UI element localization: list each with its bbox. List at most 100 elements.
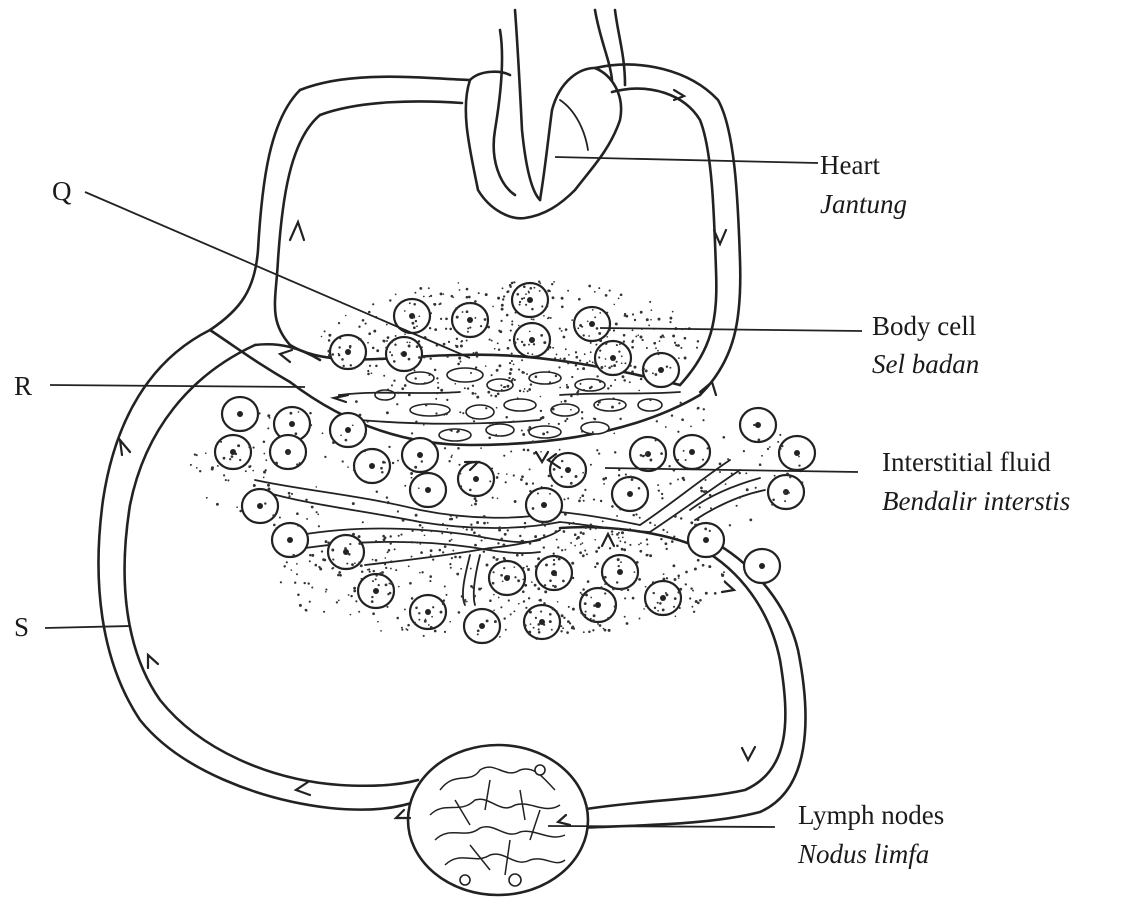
fluid-dot: [592, 619, 595, 622]
fluid-dot: [323, 611, 325, 613]
fluid-dot: [548, 346, 551, 349]
fluid-dot: [588, 285, 591, 288]
s-label: S: [14, 611, 29, 643]
fluid-dot: [316, 511, 318, 513]
fluid-dot: [513, 610, 515, 612]
fluid-dot: [216, 503, 219, 506]
fluid-dot: [534, 287, 536, 289]
fluid-dot: [360, 578, 362, 580]
fluid-dot: [577, 368, 579, 370]
cell-nucleus: [755, 422, 761, 428]
fluid-dot: [270, 446, 272, 448]
fluid-dot: [503, 617, 505, 619]
fluid-dot: [680, 347, 682, 349]
fluid-dot: [527, 568, 530, 571]
fluid-dot: [543, 624, 545, 626]
fluid-dot: [510, 368, 513, 371]
fluid-dot: [632, 329, 634, 331]
fluid-dot: [523, 344, 526, 347]
fluid-dot: [578, 500, 581, 503]
fluid-dot: [194, 453, 196, 455]
fluid-dot: [522, 590, 525, 593]
fluid-dot: [519, 304, 521, 306]
fluid-dot: [788, 492, 790, 494]
fluid-dot: [467, 331, 469, 333]
fluid-dot: [449, 518, 451, 520]
fluid-dot: [387, 501, 390, 504]
fluid-dot: [358, 339, 360, 341]
fluid-dot: [296, 512, 299, 515]
fluid-dot: [460, 568, 462, 570]
fluid-dot: [531, 440, 534, 443]
fluid-dot: [702, 564, 705, 567]
fluid-dot: [614, 379, 616, 381]
fluid-dot: [563, 357, 566, 360]
fluid-dot: [345, 315, 347, 317]
fluid-dot: [503, 455, 505, 457]
fluid-dot: [445, 413, 448, 416]
fluid-dot: [702, 459, 704, 461]
fluid-dot: [279, 517, 281, 519]
fluid-dot: [553, 563, 555, 565]
fluid-dot: [677, 344, 680, 347]
fluid-dot: [311, 586, 313, 588]
fluid-dot: [528, 388, 531, 391]
fluid-dot: [620, 561, 622, 563]
fluid-dot: [523, 449, 526, 452]
fluid-dot: [672, 564, 675, 567]
fluid-dot: [555, 405, 557, 407]
fluid-dot: [593, 614, 596, 617]
fluid-dot: [349, 543, 351, 545]
fluid-dot: [524, 388, 526, 390]
fluid-dot: [568, 606, 570, 608]
fluid-dot: [519, 301, 521, 303]
fluid-dot: [380, 630, 382, 632]
fluid-dot: [561, 476, 563, 478]
fluid-dot: [383, 375, 385, 377]
fluid-dot: [635, 335, 637, 337]
fluid-dot: [590, 597, 592, 599]
fluid-dot: [492, 423, 494, 425]
fluid-dot: [753, 424, 755, 426]
fluid-dot: [666, 548, 668, 550]
fluid-dot: [567, 362, 569, 364]
fluid-dot: [501, 304, 504, 307]
fluid-dot: [395, 569, 397, 571]
fluid-dot: [456, 338, 458, 340]
fluid-dot: [509, 362, 511, 364]
fluid-dot: [282, 496, 284, 498]
fluid-dot: [665, 592, 667, 594]
fluid-dot: [598, 379, 600, 381]
fluid-dot: [566, 386, 569, 389]
fluid-dot: [423, 424, 425, 426]
fluid-dot: [579, 359, 581, 361]
fluid-dot: [560, 630, 562, 632]
fluid-dot: [679, 607, 681, 609]
fluid-dot: [530, 287, 533, 290]
fluid-dot: [592, 309, 594, 311]
fluid-dot: [570, 482, 573, 485]
fluid-dot: [759, 463, 762, 466]
fluid-dot: [565, 328, 568, 331]
fluid-dot: [672, 335, 675, 338]
fluid-dot: [623, 340, 625, 342]
fluid-dot: [369, 571, 371, 573]
fluid-dot: [613, 433, 615, 435]
fluid-dot: [537, 623, 540, 626]
fluid-dot: [622, 537, 624, 539]
fluid-dot: [428, 624, 430, 626]
fluid-dot: [690, 521, 693, 524]
fluid-dot: [618, 298, 620, 300]
fluid-dot: [401, 387, 404, 390]
fluid-dot: [346, 563, 348, 565]
fluid-dot: [535, 617, 537, 619]
fluid-dot: [449, 328, 452, 331]
fluid-dot: [480, 325, 482, 327]
fluid-dot: [571, 376, 573, 378]
fluid-dot: [709, 530, 711, 532]
fluid-dot: [439, 549, 442, 552]
fluid-dot: [528, 426, 531, 429]
fluid-dot: [666, 577, 668, 579]
fluid-dot: [522, 433, 525, 436]
fluid-dot: [659, 340, 661, 342]
